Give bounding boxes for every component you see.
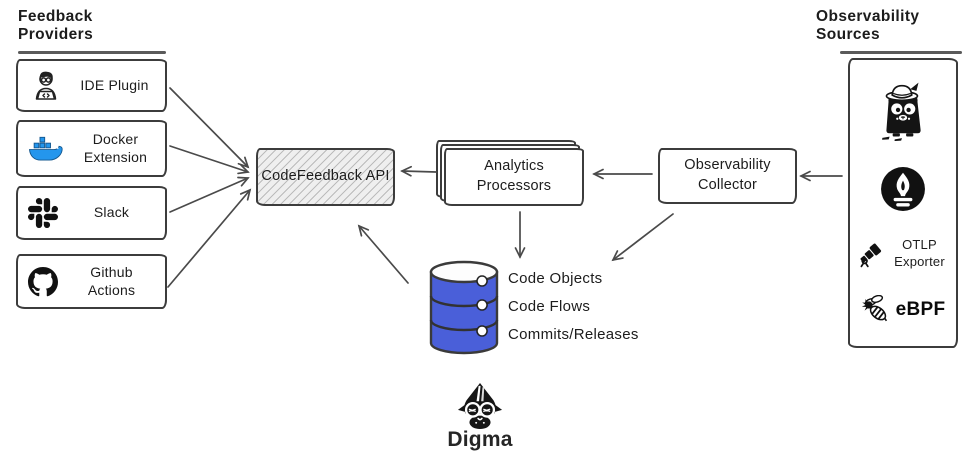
arrow-collector-to-datastore [611, 213, 674, 262]
node-label: CodeFeedback API [261, 168, 390, 185]
source-label: eBPF [895, 299, 946, 321]
datastore-label-commits-releases: Commits/Releases [508, 326, 639, 343]
observability-sources-title: Observability Sources [816, 8, 966, 54]
source-jaeger [872, 81, 934, 141]
digma-owl-icon [457, 382, 503, 430]
otel-telescope-icon [859, 243, 881, 267]
arrow-docker-to-api [169, 145, 250, 175]
observability-sources-panel: OTLP Exporter eBPF [848, 58, 958, 348]
node-observability-collector: Observability Collector [658, 148, 797, 204]
feedback-providers-title-text: Feedback Providers [18, 8, 94, 43]
node-github-actions: Github Actions [16, 254, 167, 309]
node-label: Observability Collector [684, 157, 771, 193]
jaeger-gopher-icon [882, 82, 921, 141]
docker-icon [28, 135, 66, 163]
node-label: Github Actions [87, 264, 136, 298]
datastore-label-code-flows: Code Flows [508, 298, 591, 315]
datastore-cylinder [429, 260, 499, 355]
arrow-slack-to-api [169, 176, 250, 213]
source-prometheus [880, 166, 926, 212]
arrow-datastore-to-api [357, 224, 409, 284]
arrow-ide-to-api [169, 87, 250, 169]
source-ebpf: eBPF [861, 295, 946, 325]
source-label: OTLP Exporter [894, 236, 945, 269]
github-icon [28, 266, 58, 297]
node-docker-extension: Docker Extension [16, 120, 167, 177]
stack-layer-front: Analytics Processors [444, 148, 584, 206]
node-label: Slack [93, 204, 130, 221]
node-ide-plugin: IDE Plugin [16, 59, 167, 112]
node-codefeedback-api: CodeFeedback API [256, 148, 395, 206]
observability-sources-title-text: Observability Sources [816, 8, 920, 43]
developer-icon [28, 69, 64, 103]
arrow-analytics-to-api [400, 165, 437, 177]
title-underline [18, 51, 166, 54]
source-otlp-exporter: OTLP Exporter [856, 237, 951, 271]
arrow-github-to-api [167, 188, 252, 288]
node-label: Docker Extension [83, 131, 148, 165]
title-underline [840, 51, 962, 54]
brand-name: Digma [447, 428, 513, 451]
node-analytics-processors: Analytics Processors [436, 140, 584, 208]
ebpf-bee-icon [861, 295, 887, 322]
node-slack: Slack [16, 186, 167, 240]
prometheus-icon [881, 166, 925, 211]
slack-icon [28, 198, 58, 228]
feedback-providers-title: Feedback Providers [18, 8, 166, 54]
node-label: IDE Plugin [80, 76, 149, 93]
node-label: Analytics Processors [476, 158, 552, 194]
datastore-label-code-objects: Code Objects [508, 270, 603, 287]
